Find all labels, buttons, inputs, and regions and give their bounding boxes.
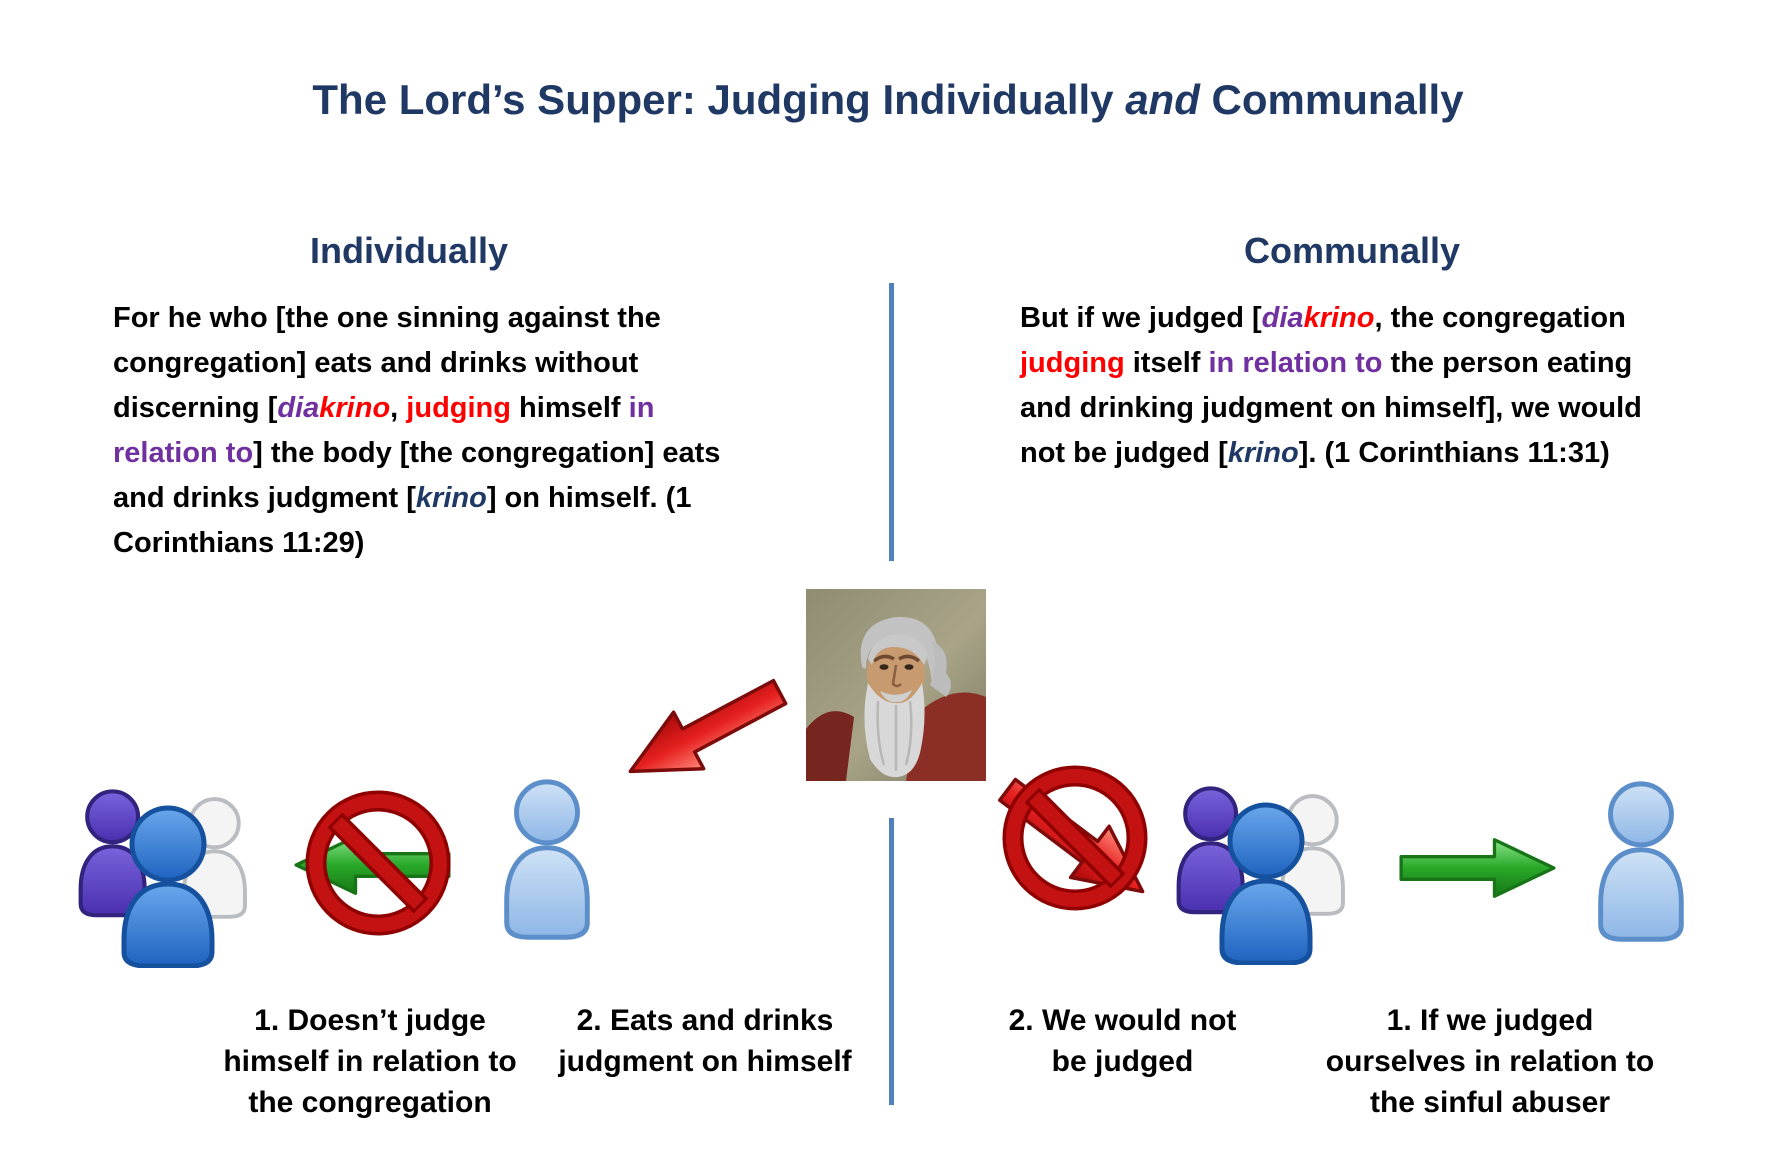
green-arrow-right-icon	[1390, 835, 1565, 901]
text-segment: himself	[510, 392, 629, 424]
vertical-divider-top	[889, 283, 894, 561]
text-segment: krino	[1227, 437, 1299, 469]
text-segment: in relation to	[1208, 347, 1383, 379]
column-heading-communally: Communally	[1243, 230, 1461, 271]
text-segment: dia	[277, 392, 320, 424]
text-segment: , the congregation	[1374, 302, 1626, 334]
prohibition-icon	[1000, 763, 1150, 913]
red-arrow-down-left-icon	[604, 653, 805, 810]
text-segment: ] the body [the congregation] eats and d…	[113, 437, 721, 514]
text-segment: judging	[1020, 347, 1125, 379]
column-heading-individually: Individually	[309, 230, 509, 271]
text-segment: krino	[415, 482, 487, 514]
scripture-left: For he who [the one sinning against the …	[113, 296, 761, 566]
prohibition-icon	[303, 788, 453, 938]
text-segment: krino	[1303, 302, 1375, 334]
caption-not-judged: 2. We would not be judged	[1008, 1004, 1237, 1078]
caption-eats-drinks: 2. Eats and drinks judgment on himself	[558, 1004, 852, 1078]
text-segment: the person eating and drinking judgment …	[1020, 347, 1642, 469]
person-icon	[488, 776, 606, 950]
text-segment: ] on himself. (1 Corinthians 11:29)	[113, 482, 692, 559]
vertical-divider-bottom	[889, 818, 894, 1105]
title-text-emphasis: and	[1125, 76, 1200, 123]
text-segment: itself	[1124, 347, 1209, 379]
congregation-group-icon	[70, 778, 270, 968]
text-segment: For he who [the one sinning against the …	[113, 302, 661, 424]
text-segment: krino	[319, 392, 391, 424]
scripture-right: But if we judged [diakrino, the congrega…	[1020, 296, 1680, 476]
text-segment: dia	[1261, 302, 1304, 334]
caption-doesnt-judge: 1. Doesn’t judge himself in relation to …	[223, 1004, 517, 1119]
god-portrait-image	[806, 588, 986, 782]
person-icon	[1582, 778, 1700, 952]
text-segment: ]. (1 Corinthians 11:31)	[1298, 437, 1610, 469]
title-text-post: Communally	[1199, 76, 1464, 123]
congregation-group-icon	[1168, 775, 1368, 965]
text-segment: But if we judged [	[1020, 302, 1262, 334]
text-segment: ,	[390, 392, 407, 424]
page-title: The Lord’s Supper: Judging Individually …	[0, 76, 1776, 124]
text-segment: judging	[406, 392, 511, 424]
text-segment: in relation to	[113, 392, 655, 469]
title-text-pre: The Lord’s Supper: Judging Individually	[312, 76, 1126, 123]
caption-if-we-judged: 1. If we judged ourselves in relation to…	[1325, 1004, 1655, 1119]
